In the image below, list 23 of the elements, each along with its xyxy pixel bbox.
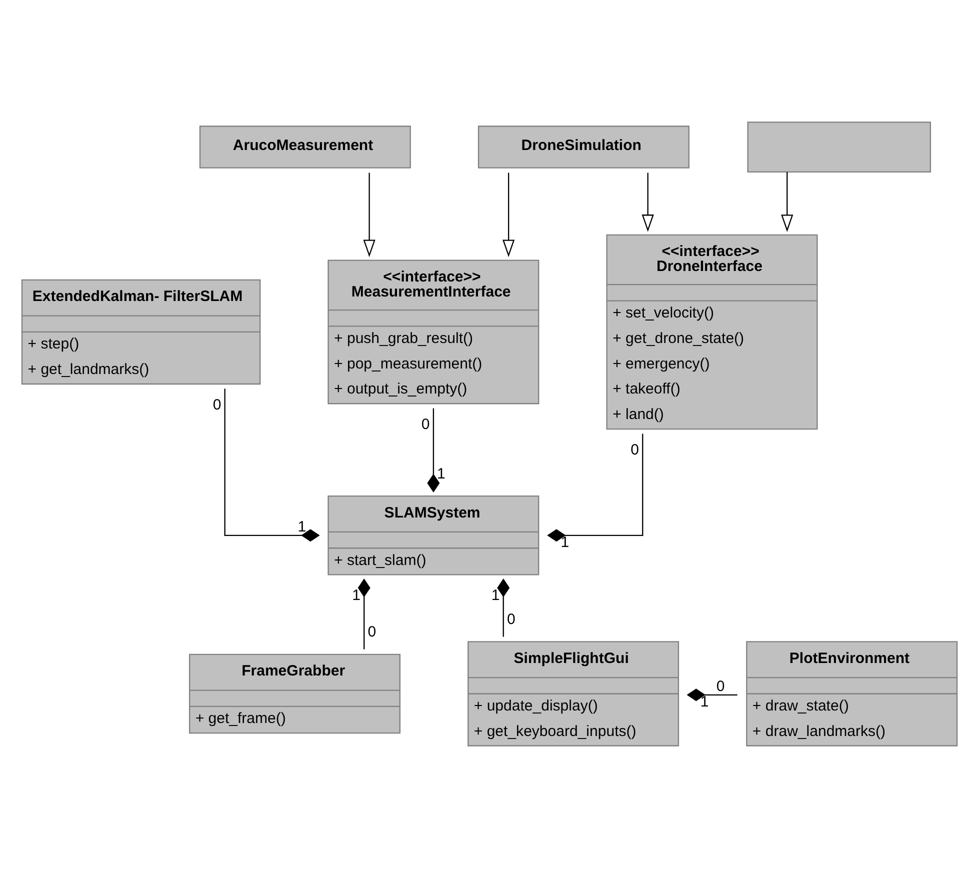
arrow	[781, 172, 794, 232]
connector	[358, 578, 370, 650]
connector	[224, 388, 320, 542]
label: 0	[507, 610, 516, 628]
connector	[427, 408, 440, 492]
label: 0	[630, 441, 640, 458]
label: 1	[491, 587, 500, 604]
connector	[497, 578, 510, 637]
label: 1	[298, 518, 306, 536]
label: 0	[368, 623, 376, 640]
node-box	[747, 122, 932, 172]
arrow	[502, 172, 515, 258]
label: 1	[560, 534, 570, 552]
arrow	[363, 172, 376, 258]
connector	[547, 434, 644, 542]
label: 1	[437, 466, 446, 483]
connector	[686, 688, 738, 702]
label: 0	[212, 396, 222, 414]
label: 0	[716, 678, 725, 696]
label: 1	[700, 694, 709, 711]
label: 0	[421, 416, 430, 433]
arrow	[642, 172, 654, 232]
label: 1	[352, 587, 360, 604]
